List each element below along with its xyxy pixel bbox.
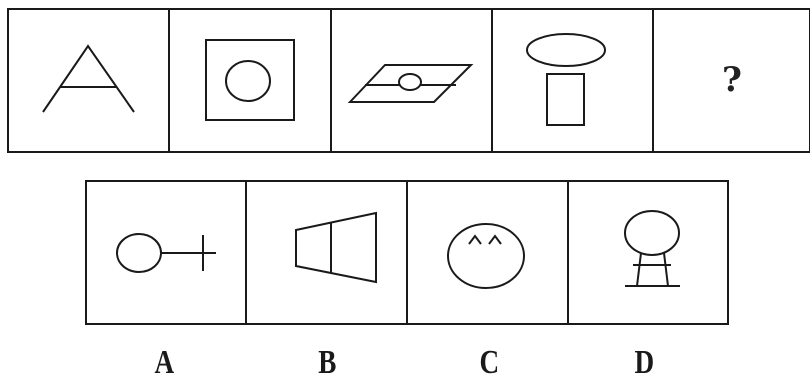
option-b-figure <box>295 211 377 284</box>
option-a-figure <box>116 233 216 273</box>
figure-ellipse-rectangle <box>526 33 606 126</box>
option-b-label[interactable]: B <box>318 344 337 381</box>
option-d-figure <box>624 210 680 287</box>
option-c-figure <box>447 223 525 289</box>
figure-triangle <box>42 44 135 113</box>
figure-parallelogram-circle <box>347 64 474 103</box>
question-mark: ? <box>722 60 742 100</box>
question-row-frame <box>7 8 810 153</box>
figure-circle-in-square <box>205 39 295 121</box>
option-c-label[interactable]: C <box>479 344 500 381</box>
option-d-label[interactable]: D <box>634 344 655 381</box>
option-a-label[interactable]: A <box>154 344 175 381</box>
